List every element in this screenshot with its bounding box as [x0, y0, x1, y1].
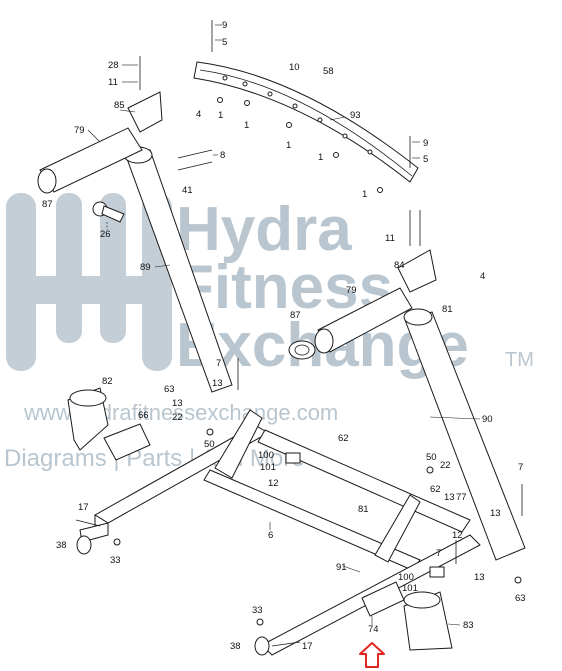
callout-label: 10 [289, 62, 300, 73]
callout-label: 13 [490, 508, 501, 519]
grommet-87 [288, 340, 316, 360]
callout-label: 12 [268, 478, 279, 489]
callout-label: 7 [518, 462, 523, 473]
callout-label: 62 [338, 433, 349, 444]
callout-label: 93 [350, 110, 361, 121]
watermark-tagline: Diagrams | Parts | And More [4, 445, 305, 472]
callout-label: 87 [290, 310, 301, 321]
callout-label: 11 [108, 77, 118, 88]
callout-label: 4 [480, 271, 485, 282]
callout-label: 13 [212, 378, 223, 389]
callout-label: 13 [474, 572, 485, 583]
callout-label: 5 [222, 37, 227, 48]
callout-label: 1 [286, 140, 291, 151]
callout-label: 91 [336, 562, 347, 573]
callout-label: 82 [102, 376, 113, 387]
callout-label: 58 [323, 66, 334, 77]
callout-label: 5 [423, 154, 428, 165]
callout-label: 41 [182, 185, 193, 196]
callout-label: 79 [346, 285, 357, 296]
callout-label: 66 [138, 410, 149, 421]
callout-label: 79 [74, 125, 85, 136]
callout-label: 13 [444, 492, 455, 503]
wheel-38-left [76, 535, 92, 555]
knob-26 [92, 201, 125, 223]
watermark-logo-icon [6, 193, 172, 371]
wheel-38-right [254, 636, 270, 656]
callout-label: 4 [196, 109, 201, 120]
callout-label: 33 [252, 605, 263, 616]
callout-label: 74 [368, 624, 379, 635]
callout-label: 84 [394, 260, 405, 271]
callout-label: 63 [164, 384, 175, 395]
callout-label: 28 [108, 60, 119, 71]
callout-label: 83 [463, 620, 474, 631]
callout-label: 85 [114, 100, 125, 111]
callout-label: 77 [456, 492, 467, 503]
callout-label: 1 [244, 120, 249, 131]
callout-label: 8 [220, 150, 225, 161]
watermark-brand-line1: Hydra [176, 195, 352, 264]
callout-label: 6 [268, 530, 273, 541]
frame-drawing [37, 20, 526, 668]
callout-label: 89 [140, 262, 151, 273]
callout-label: 33 [110, 555, 121, 566]
callout-label: 9 [222, 20, 227, 31]
hardware [75, 20, 523, 647]
callout-label: 17 [302, 641, 313, 652]
callout-label: 81 [358, 504, 369, 515]
callout-label: 63 [515, 593, 526, 604]
callout-labels: 9 5 10 58 28 11 85 4 1 1 93 79 1 9 5 1 8… [42, 20, 526, 652]
callout-label: 87 [42, 199, 53, 210]
callout-label: 1 [318, 152, 323, 163]
callout-label: 100 [258, 450, 274, 461]
callout-label: 81 [442, 304, 453, 315]
watermark: Hydra Fitness Exchange TM www.hydrafitne… [0, 183, 562, 473]
callout-label: 13 [172, 398, 183, 409]
callout-label: 17 [78, 502, 89, 513]
callout-label: 90 [482, 414, 493, 425]
up-arrow-icon [359, 642, 385, 668]
callout-label: 1 [218, 110, 223, 121]
shroud-66 [103, 423, 151, 461]
callout-label: 26 [100, 229, 111, 240]
callout-label: 101 [402, 583, 418, 594]
callout-label: 62 [430, 484, 441, 495]
callout-label: 9 [423, 138, 428, 149]
callout-label: 38 [56, 540, 67, 551]
callout-label: 38 [230, 641, 241, 652]
shroud-74 [361, 581, 405, 617]
callout-label: 22 [172, 412, 183, 423]
callout-label: 22 [440, 460, 451, 471]
callout-label: 11 [385, 233, 395, 244]
callout-label: 7 [436, 548, 441, 559]
callout-label: 7 [216, 358, 221, 369]
callout-label: 12 [452, 530, 463, 541]
watermark-trademark: TM [505, 349, 534, 371]
callout-label: 50 [204, 439, 215, 450]
crossbar-93 [193, 61, 419, 183]
callout-label: 1 [362, 189, 367, 200]
callout-label: 50 [426, 452, 437, 463]
callout-label: 101 [260, 462, 276, 473]
leader-lines [87, 24, 481, 626]
callout-label: 100 [398, 572, 414, 583]
